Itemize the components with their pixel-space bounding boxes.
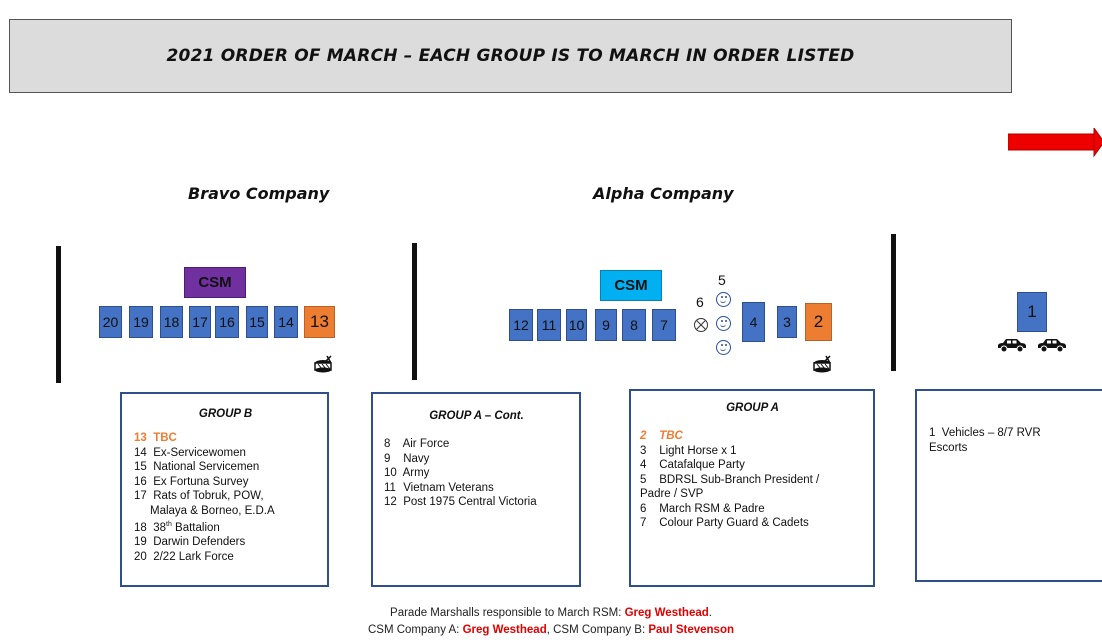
group-b-title: GROUP B: [198, 408, 253, 420]
formation-box-8: 8: [622, 309, 646, 341]
list-item: 9 Navy: [384, 452, 430, 465]
bravo-company-label: Bravo Company: [188, 184, 330, 203]
group-b-list: 13 TBC 14 Ex-Servicewomen 15 National Se…: [134, 431, 317, 564]
list-item: 5 BDRSL Sub-Branch President /: [640, 473, 820, 486]
list-item: 14 Ex-Servicewomen: [134, 446, 246, 459]
list-item: 4 Catafalque Party: [640, 459, 745, 471]
formation-box-15: 15: [246, 306, 268, 338]
alpha-company-label: Alpha Company: [593, 184, 734, 203]
formation-box-12: 12: [509, 309, 533, 341]
divider-middle: [412, 243, 417, 380]
marker-5-label: 5: [718, 272, 726, 288]
drum-icon: [813, 355, 831, 373]
title-banner: 2021 ORDER OF MARCH – EACH GROUP IS TO M…: [9, 19, 1012, 93]
right-arrow-icon: [1008, 128, 1102, 158]
list-item: 6 March RSM & Padre: [640, 502, 765, 515]
formation-box-7: 7: [652, 309, 676, 341]
march-rsm-name: Greg Westhead: [624, 607, 709, 619]
smiley-face-icon: [716, 316, 731, 331]
list-item: 19 Darwin Defenders: [134, 536, 246, 549]
group-a-title: GROUP A: [726, 402, 779, 414]
list-item: 11 Vietnam Veterans: [384, 481, 494, 494]
list-item: 18 38th Battalion: [134, 521, 220, 534]
group-b-panel: GROUP B 13 TBC 14 Ex-Servicewomen 15 Nat…: [120, 392, 329, 587]
bravo-csm-box: CSM: [184, 267, 246, 298]
cross-circle-icon: [694, 318, 708, 332]
list-item: 2 TBC: [640, 430, 683, 442]
drum-icon: [314, 355, 332, 373]
group-a-cont-title: GROUP A – Cont.: [429, 410, 524, 422]
formation-box-10: 10: [566, 309, 587, 341]
list-item: 15 National Servicemen: [134, 461, 260, 473]
formation-box-2: 2: [805, 303, 832, 341]
list-item: 10 Army: [384, 467, 430, 479]
list-item: 7 Colour Party Guard & Cadets: [640, 517, 809, 529]
csm-company-a-name: Greg Westhead: [462, 624, 547, 636]
group-a-cont-panel: GROUP A – Cont. 8 Air Force 9 Navy 10 Ar…: [371, 392, 581, 587]
formation-box-20: 20: [99, 306, 122, 338]
formation-box-17: 17: [189, 306, 211, 338]
group-a-cont-list: 8 Air Force 9 Navy 10 Army 11 Vietnam Ve…: [384, 437, 569, 510]
formation-box-16: 16: [215, 306, 239, 338]
formation-box-19: 19: [129, 306, 153, 338]
formation-box-13: 13: [304, 306, 335, 338]
formation-box-18: 18: [160, 306, 183, 338]
divider-right: [891, 234, 896, 371]
vehicles-line-2: Escorts: [929, 441, 968, 454]
footer-line-2: CSM Company A: Greg Westhead, CSM Compan…: [367, 624, 734, 636]
vehicles-line-1: 1 Vehicles – 8/7 RVR: [929, 427, 1041, 439]
formation-box-11: 11: [537, 309, 561, 341]
car-icon: [998, 339, 1026, 353]
marker-6-label: 6: [696, 294, 704, 310]
list-item: 17 Rats of Tobruk, POW,: [134, 490, 264, 502]
list-item: 8 Air Force: [384, 438, 450, 450]
list-item: 3 Light Horse x 1: [640, 444, 737, 457]
group-a-list: 2 TBC 3 Light Horse x 1 4 Catafalque Par…: [640, 429, 865, 531]
formation-box-4: 4: [742, 302, 765, 342]
alpha-csm-box: CSM: [600, 270, 662, 301]
smiley-face-icon: [716, 340, 731, 355]
page-title: 2021 ORDER OF MARCH – EACH GROUP IS TO M…: [166, 46, 855, 66]
csm-company-b-name: Paul Stevenson: [648, 624, 734, 636]
formation-box-9: 9: [595, 309, 617, 341]
list-item: 12 Post 1975 Central Victoria: [384, 496, 537, 508]
group-a-panel: GROUP A 2 TBC 3 Light Horse x 1 4 Catafa…: [629, 389, 875, 587]
list-item: Padre / SVP: [640, 488, 704, 500]
list-item: Malaya & Borneo, E.D.A: [150, 504, 275, 517]
formation-box-1: 1: [1017, 292, 1047, 332]
car-icon: [1038, 339, 1066, 353]
formation-box-14: 14: [274, 306, 298, 338]
vehicles-panel: 1 Vehicles – 8/7 RVR Escorts: [915, 389, 1102, 582]
list-item: 20 2/22 Lark Force: [134, 550, 234, 563]
footer-line-1: Parade Marshalls responsible to March RS…: [390, 607, 712, 619]
list-item: 16 Ex Fortuna Survey: [134, 475, 249, 488]
divider-left: [56, 246, 61, 383]
list-item: 13 TBC: [134, 432, 177, 444]
formation-box-3: 3: [777, 306, 797, 338]
smiley-face-icon: [716, 292, 731, 307]
